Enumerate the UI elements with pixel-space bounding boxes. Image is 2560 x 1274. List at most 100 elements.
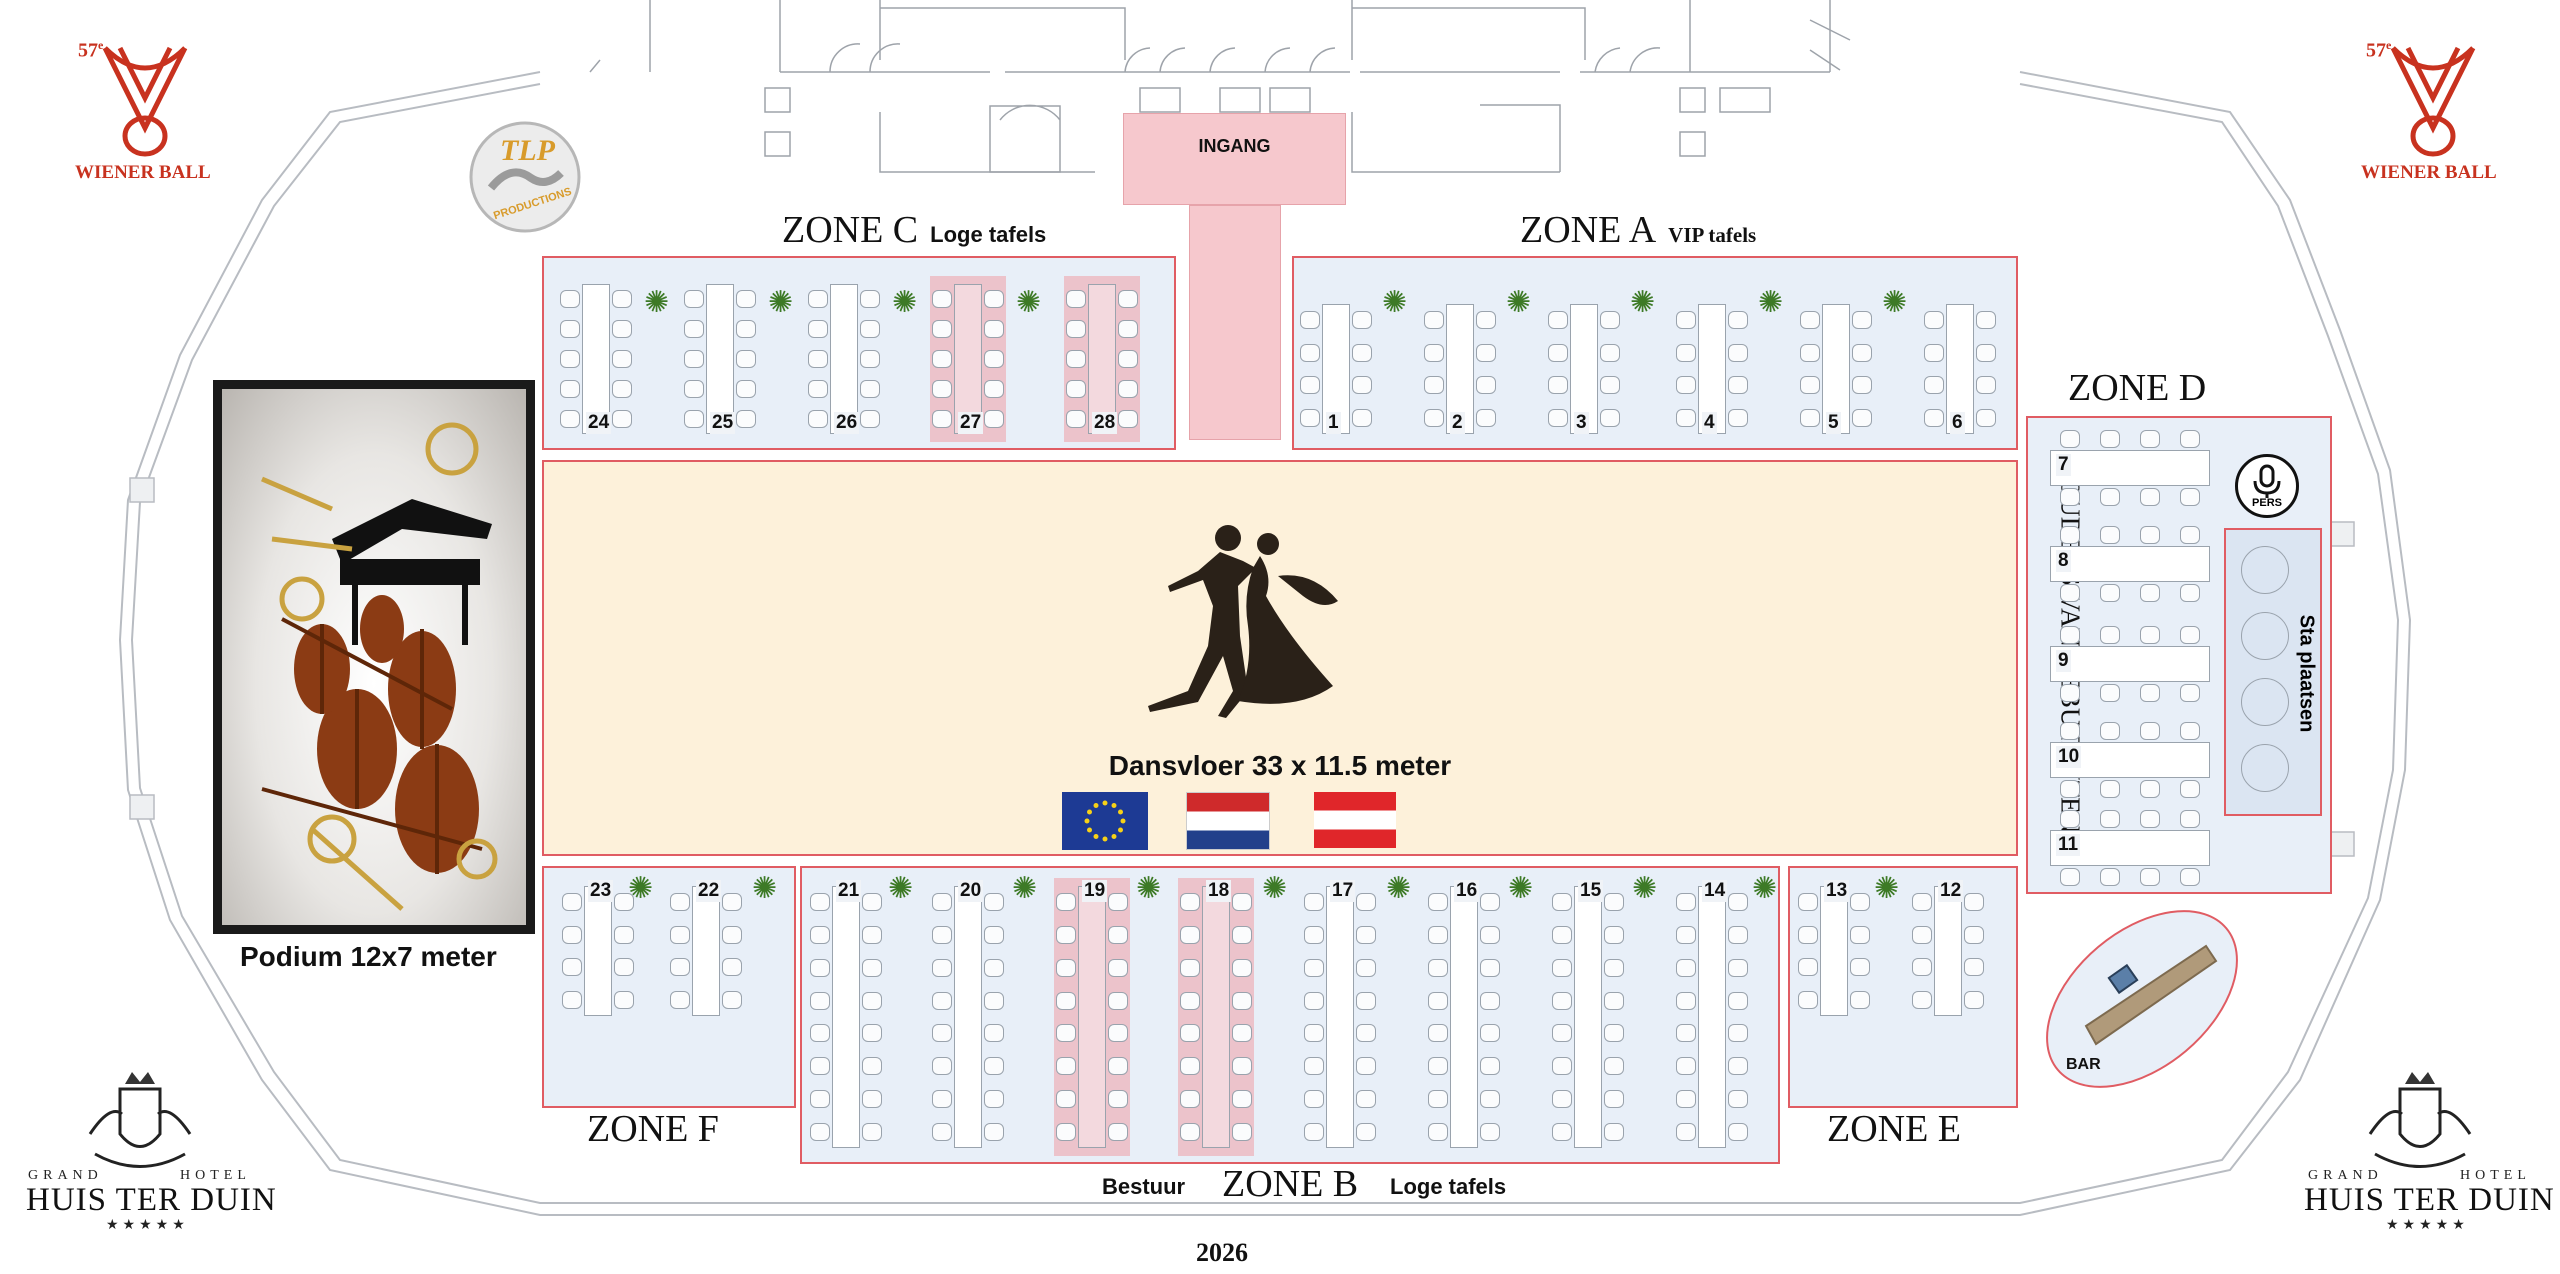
chair (1728, 893, 1748, 912)
chair (1924, 343, 1944, 362)
zone-b-bestuur-label: Bestuur (1102, 1174, 1186, 1199)
chair (810, 1024, 830, 1043)
chair (1912, 925, 1932, 944)
chair (612, 350, 632, 368)
chair (1798, 925, 1818, 944)
plant-icon: ✺ (1506, 286, 1532, 319)
table-number: 8 (2056, 550, 2071, 572)
chair (1800, 343, 1820, 362)
seating-table: 20 (930, 878, 1006, 1156)
chair (1548, 408, 1568, 427)
chair (808, 410, 828, 428)
chair (1480, 1089, 1500, 1108)
chair (2060, 584, 2080, 602)
chair (932, 320, 952, 338)
table-number: 6 (1950, 412, 1965, 434)
chair (1180, 1057, 1200, 1076)
chair (1352, 311, 1372, 330)
chair (1552, 1122, 1572, 1141)
chair (2140, 810, 2160, 828)
chair (1852, 376, 1872, 395)
table-surface (1934, 886, 1962, 1016)
chair (1356, 1057, 1376, 1076)
chair (1676, 893, 1696, 912)
entrance-area: INGANG (1123, 113, 1346, 205)
edition-number: 57 (2366, 39, 2386, 62)
chair (2060, 430, 2080, 448)
chair (1356, 958, 1376, 977)
chair (1850, 958, 1870, 977)
chair (2060, 488, 2080, 506)
chair (2100, 626, 2120, 644)
chair (562, 958, 582, 977)
chair (860, 380, 880, 398)
eu-flag (1062, 792, 1148, 850)
hotel-name: HUIS TER DUIN (26, 1182, 277, 1218)
table-number: 27 (958, 412, 984, 434)
chair (2100, 526, 2120, 544)
chair (1552, 1024, 1572, 1043)
table-surface (1574, 886, 1602, 1148)
chair (1428, 958, 1448, 977)
chair (984, 1122, 1004, 1141)
chair (862, 1122, 882, 1141)
wiener-ball-logo-right: 57e WIENER BALL (2358, 28, 2508, 188)
chair (862, 958, 882, 977)
chair (1850, 893, 1870, 912)
chair (1118, 290, 1138, 308)
chair (736, 320, 756, 338)
chair (932, 410, 952, 428)
chair (1728, 926, 1748, 945)
chair (2140, 584, 2160, 602)
chair (808, 350, 828, 368)
orchestra-instruments-image (261, 422, 498, 911)
chair (1066, 290, 1086, 308)
chair (810, 1057, 830, 1076)
chair (2180, 430, 2200, 448)
chair (810, 991, 830, 1010)
table-number: 28 (1092, 412, 1118, 434)
chair (560, 380, 580, 398)
chair (1600, 408, 1620, 427)
wiener-crest-icon (102, 46, 188, 157)
chair (1480, 1122, 1500, 1141)
chair (1356, 1122, 1376, 1141)
hotel-stars: ★★★★★ (2386, 1216, 2469, 1232)
chair (1728, 311, 1748, 330)
seating-table: 10 (2044, 720, 2216, 800)
chair (1924, 408, 1944, 427)
chair (810, 1089, 830, 1108)
chair (1728, 376, 1748, 395)
seating-table: 3 (1546, 296, 1622, 442)
seating-table: 24 (558, 276, 634, 442)
chair (1548, 343, 1568, 362)
zone-b-loge-label: Loge tafels (1390, 1174, 1507, 1199)
chair (1232, 926, 1252, 945)
chair (1798, 893, 1818, 912)
table-surface (2050, 546, 2210, 582)
chair (1676, 991, 1696, 1010)
chair (1428, 1089, 1448, 1108)
seating-table: 14 (1674, 878, 1750, 1156)
tlp-text: TLP (500, 134, 555, 167)
chair (1798, 958, 1818, 977)
chair (1480, 1057, 1500, 1076)
table-number: 13 (1824, 880, 1850, 902)
seating-table: 15 (1550, 878, 1626, 1156)
chair (1056, 893, 1076, 912)
chair (1480, 893, 1500, 912)
chair (1798, 990, 1818, 1009)
table-surface (584, 886, 612, 1016)
chair (984, 893, 1004, 912)
table-surface (582, 284, 610, 434)
chair (1976, 311, 1996, 330)
chair (2180, 684, 2200, 702)
chair (862, 1089, 882, 1108)
plant-icon: ✺ (892, 286, 918, 319)
seating-table: 21 (808, 878, 884, 1156)
chair (1304, 991, 1324, 1010)
chair (2100, 810, 2120, 828)
standing-circle (2241, 612, 2289, 660)
